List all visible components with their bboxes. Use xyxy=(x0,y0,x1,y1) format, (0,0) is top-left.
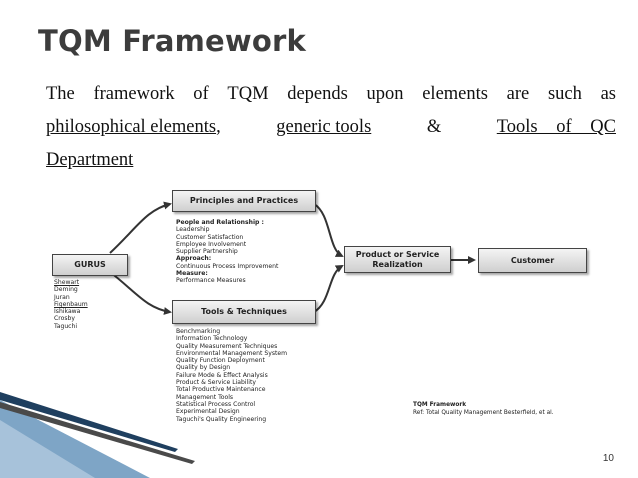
product-realization-box: Product or Service Realization xyxy=(344,246,451,273)
tool-item: Taguchi's Quality Engineering xyxy=(176,415,267,423)
ref-text: Ref: Total Quality Management Besterfiel… xyxy=(413,409,554,416)
intro-word: TQM xyxy=(227,84,269,104)
comma: , xyxy=(216,117,221,137)
arrow-principles-to-product xyxy=(313,203,344,257)
slide-title: TQM Framework xyxy=(38,24,307,58)
product-box-line1: Product or Service xyxy=(355,249,440,259)
principles-box: Principles and Practices xyxy=(172,190,316,212)
tools-of-qc-link: Tools of QC xyxy=(496,117,616,137)
guru-item: Figenbaum xyxy=(54,300,88,308)
tool-item: Total Productive Maintenance xyxy=(176,386,266,394)
tool-item: Experimental Design xyxy=(176,408,240,416)
arrow-gurus-to-principles xyxy=(109,201,172,254)
tools-box: Tools & Techniques xyxy=(172,300,316,324)
tool-item: Quality Measurement Techniques xyxy=(176,342,278,350)
ampersand: & xyxy=(426,117,442,137)
intro-word: are xyxy=(506,84,530,104)
tool-item: Failure Mode & Effect Analysis xyxy=(176,371,268,379)
guru-item: Crosby xyxy=(54,315,76,323)
tool-item: Statistical Process Control xyxy=(176,400,256,408)
ref-title: TQM Framework xyxy=(413,402,467,408)
guru-item: Juran xyxy=(54,293,70,301)
principle-item: Continuous Process Improvement xyxy=(176,262,279,270)
intro-word: The xyxy=(46,84,75,104)
tool-item: Information Technology xyxy=(176,335,248,343)
tool-item: Management Tools xyxy=(176,393,234,401)
principle-item: People and Relationship : xyxy=(176,219,264,226)
intro-line-2: philosophical elements, generic tools & … xyxy=(46,111,616,144)
gurus-box: GURUS xyxy=(52,254,128,276)
customer-box: Customer xyxy=(478,248,587,273)
principle-item: Customer Satisfaction xyxy=(176,233,244,241)
intro-word: elements xyxy=(422,84,488,104)
arrow-tools-to-product xyxy=(313,265,344,313)
principle-item: Supplier Partnership xyxy=(176,248,238,256)
principle-item: Leadership xyxy=(176,226,210,234)
intro-word: of xyxy=(193,84,209,104)
principle-item: Performance Measures xyxy=(176,277,246,285)
tool-item: Environmental Management System xyxy=(176,349,288,357)
generic-tools-link: generic tools xyxy=(276,117,372,137)
arrow-gurus-to-tools xyxy=(109,271,172,315)
tool-item: Product & Service Liability xyxy=(176,379,256,387)
principle-item: Approach: xyxy=(176,255,212,263)
intro-line-3: Department xyxy=(46,144,616,177)
page-number: 10 xyxy=(602,453,614,464)
principle-item: Measure: xyxy=(176,270,208,278)
diagram-reference: TQM Framework Ref: Total Quality Managem… xyxy=(413,402,554,417)
intro-word: such xyxy=(547,84,582,104)
tool-item: Benchmarking xyxy=(176,328,221,335)
intro-word: as xyxy=(600,84,616,104)
guru-item: Taguchi xyxy=(54,322,78,330)
guru-item: Ishikawa xyxy=(54,308,81,316)
diagram-connectors xyxy=(109,201,476,315)
philosophical-elements-link: philosophical elements xyxy=(46,117,217,137)
guru-item: Shewart xyxy=(54,279,80,286)
department-link: Department xyxy=(46,150,134,170)
product-box-line2: Realization xyxy=(372,259,423,269)
guru-item: Deming xyxy=(54,286,78,294)
principle-item: Employee Involvement xyxy=(176,240,247,248)
tool-item: Quality by Design xyxy=(176,364,231,372)
intro-word: upon xyxy=(366,84,404,104)
tool-item: Quality Function Deployment xyxy=(176,357,265,365)
intro-word: framework xyxy=(93,84,175,104)
decorative-swoosh xyxy=(0,392,195,478)
intro-word: depends xyxy=(287,84,348,104)
